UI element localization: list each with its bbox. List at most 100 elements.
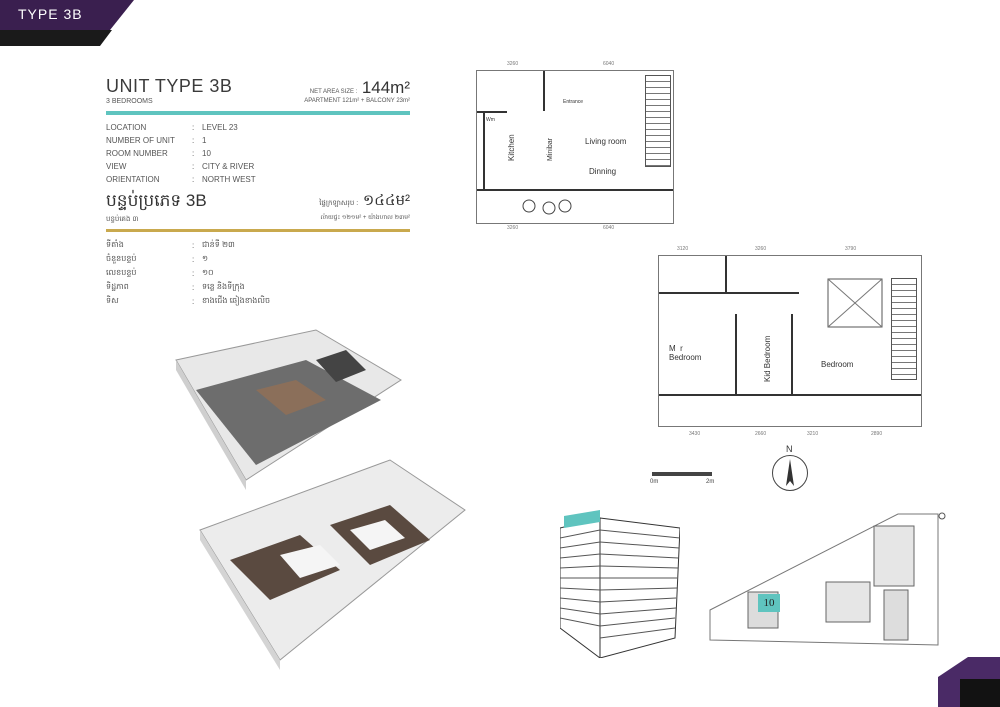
north-arrow-icon: N xyxy=(772,444,808,491)
dim: 2660 xyxy=(755,431,767,437)
wall xyxy=(543,71,545,111)
spec-key: ORIENTATION xyxy=(106,175,160,184)
type-tab: TYPE 3B xyxy=(0,0,134,30)
spec-row: NUMBER OF UNIT:1 xyxy=(106,134,256,147)
spec-row: ទីតាំង:ជាន់ទី ២៣ xyxy=(106,238,270,252)
room-label-dining: Dinning xyxy=(589,167,617,176)
wall xyxy=(477,111,507,113)
spec-row: LOCATION:LEVEL 23 xyxy=(106,121,256,134)
unit-number-badge: 10 xyxy=(758,594,780,612)
dim-bottom-right: 6040 xyxy=(603,225,615,231)
khmer-specs-table: ទីតាំង:ជាន់ទី ២៣ ចំនួនបន្ទប់:១ លេខបន្ទប់… xyxy=(106,238,270,308)
room-label-master-bedroom: M r Bedroom xyxy=(669,344,702,362)
unit-title: UNIT TYPE 3B xyxy=(106,76,233,96)
spec-sep: : xyxy=(192,162,195,171)
spec-value: 10 xyxy=(202,149,211,158)
scale-start: 0m xyxy=(650,479,659,485)
scale-end: 2m xyxy=(706,479,715,485)
tab-stripe xyxy=(0,30,112,46)
spec-key: ទិស xyxy=(106,296,119,305)
khmer-area: ផ្ទៃក្រឡាសរុប : ១៤៤ម² ល៉ាយផ្ទះ ១២១ម² + យ… xyxy=(319,190,410,222)
corner-decoration-dark xyxy=(960,679,1000,707)
wall xyxy=(659,292,799,294)
khmer-area-value: ១៤៤ម² xyxy=(362,192,410,209)
dim-bottom-left: 3260 xyxy=(507,225,519,231)
net-area-label: NET AREA SIZE : xyxy=(309,89,358,95)
dim: 3430 xyxy=(689,431,701,437)
balcony-furniture xyxy=(522,199,572,215)
dim: 2890 xyxy=(871,431,883,437)
spec-value: 1 xyxy=(202,136,207,145)
spec-key: ROOM NUMBER xyxy=(106,149,168,158)
room-label-entrance: Entrance xyxy=(563,99,584,105)
dim-top-right: 6040 xyxy=(603,61,615,67)
room-label-minibar: Minibar xyxy=(547,138,554,161)
spec-key: VIEW xyxy=(106,162,127,171)
spec-row: VIEW: CITY & RIVER xyxy=(106,160,256,173)
wall xyxy=(659,394,921,396)
unit-info: UNIT TYPE 3B 3 BEDROOMS NET AREA SIZE : … xyxy=(106,76,410,308)
khmer-title-row: បន្ទប់ប្រភេទ 3B ផ្ទៃក្រឡាសរុប : ១៤៤ម² ល៉… xyxy=(106,190,410,221)
dim: 3260 xyxy=(755,246,767,252)
teal-divider xyxy=(106,111,410,115)
spec-row: ទិដ្ឋភាព: ទន្លេ និងទីក្រុង xyxy=(106,280,270,294)
site-plan xyxy=(709,512,946,646)
khmer-area-detail: ល៉ាយផ្ទះ ១២១ម² + យ៉ាងហាល ២៣ម² xyxy=(320,215,410,221)
khmer-title: បន្ទប់ប្រភេទ 3B xyxy=(106,191,207,210)
spec-sep: : xyxy=(192,149,195,158)
room-label-kitchen: Kitchen xyxy=(507,134,516,161)
gold-divider xyxy=(106,229,410,232)
unit-area: NET AREA SIZE : 144m² APARTMENT 121m² + … xyxy=(304,78,410,104)
spec-row: ទិស: ខាងជើង ឆៀងខាងលិច xyxy=(106,294,270,308)
spec-key: LOCATION xyxy=(106,123,147,132)
spec-sep: : xyxy=(192,123,195,132)
lower-floor-plan: 3120 3260 3790 3430 2660 3210 2890 M r B… xyxy=(658,246,922,437)
spec-key: ចំនួនបន្ទប់ xyxy=(106,254,137,263)
spec-value: CITY & RIVER xyxy=(202,162,255,171)
spec-sep: : xyxy=(192,296,195,306)
dim-top-left: 3260 xyxy=(507,61,519,67)
wall xyxy=(725,256,727,294)
dim: 3120 xyxy=(677,246,689,252)
spec-sep: : xyxy=(192,254,195,264)
spec-row: ROOM NUMBER:10 xyxy=(106,147,256,160)
north-label: N xyxy=(786,444,793,454)
dim: 3210 xyxy=(807,431,819,437)
upper-floor-plan: 3260 6040 3260 6040 Wm Entrance Kitchen … xyxy=(476,61,674,231)
tower-render xyxy=(560,510,680,658)
staircase xyxy=(645,75,671,167)
khmer-area-label: ផ្ទៃក្រឡាសរុប : xyxy=(319,200,359,207)
spec-row: លេខបន្ទប់:១០ xyxy=(106,266,270,280)
spec-key: NUMBER OF UNIT xyxy=(106,136,175,145)
spec-sep: : xyxy=(192,282,195,292)
spec-value: ខាងជើង ឆៀងខាងលិច xyxy=(202,296,271,305)
wall xyxy=(791,314,793,394)
dim: 3790 xyxy=(845,246,857,252)
khmer-subtitle: បន្ទប់គេង ៣ xyxy=(106,216,139,223)
spec-key: ទិដ្ឋភាព xyxy=(106,282,129,291)
area-detail: APARTMENT 121m² + BALCONY 23m² xyxy=(304,98,410,104)
unit-bedrooms: 3 BEDROOMS xyxy=(106,98,153,105)
wall xyxy=(735,314,737,394)
staircase xyxy=(891,278,917,380)
type-tab-label: TYPE 3B xyxy=(18,6,83,22)
net-area-value: 144m² xyxy=(361,78,410,97)
spec-row: ORIENTATION:NORTH WEST xyxy=(106,173,256,186)
specs-table: LOCATION:LEVEL 23 NUMBER OF UNIT:1 ROOM … xyxy=(106,121,256,186)
isometric-lower-render xyxy=(199,459,466,670)
isometric-upper-render xyxy=(175,329,402,490)
room-label-bedroom: Bedroom xyxy=(821,360,854,369)
scale-bar xyxy=(652,472,712,476)
spec-row: ចំនួនបន្ទប់:១ xyxy=(106,252,270,266)
wall xyxy=(477,189,673,191)
spec-value: ១០ xyxy=(202,268,214,277)
room-label-wm: Wm xyxy=(486,117,495,123)
spec-sep: : xyxy=(192,136,195,145)
spec-sep: : xyxy=(192,268,195,278)
room-label-living: Living room xyxy=(585,137,627,146)
spec-key: ទីតាំង xyxy=(106,240,124,249)
spec-value: ១ xyxy=(202,254,209,263)
spec-sep: : xyxy=(192,240,195,250)
spec-value: ទន្លេ និងទីក្រុង xyxy=(202,282,245,291)
spec-sep: : xyxy=(192,175,195,184)
